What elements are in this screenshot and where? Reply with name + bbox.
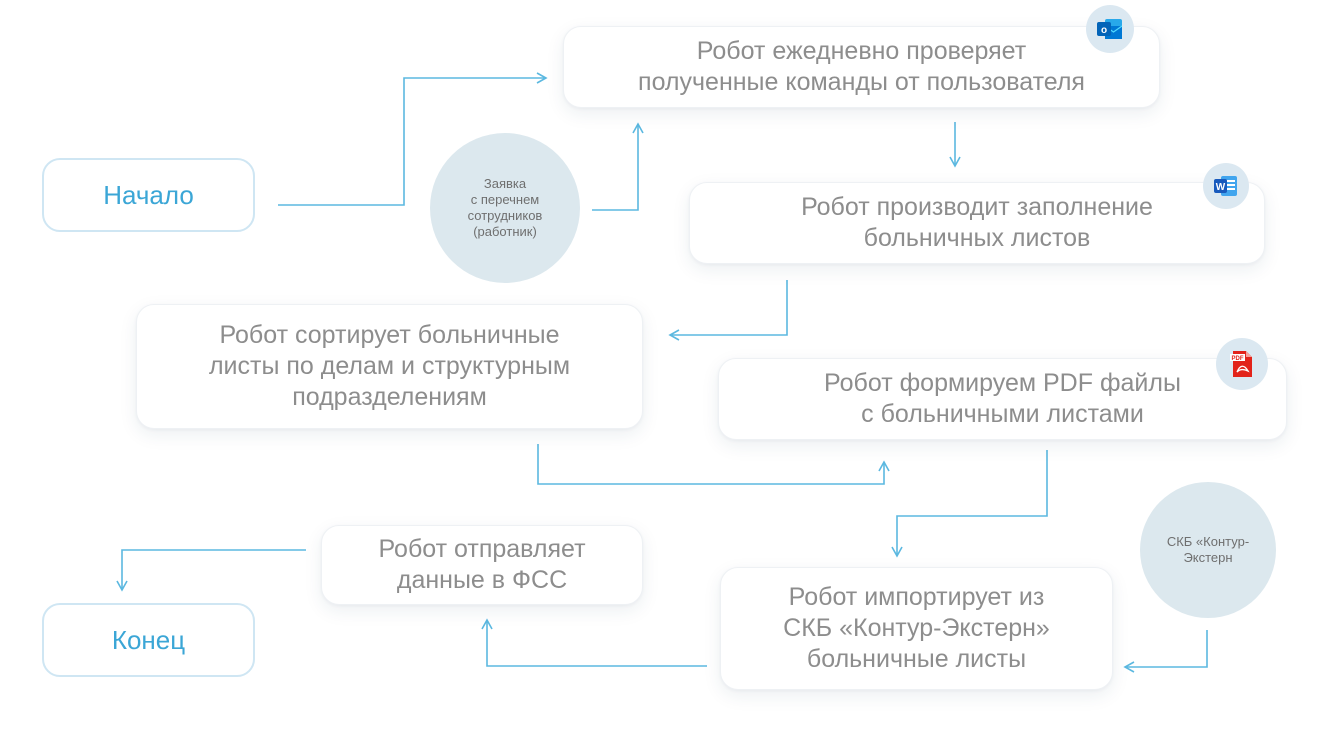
step-check-commands: Робот ежедневно проверяет полученные ком… bbox=[563, 26, 1160, 108]
svg-text:o: o bbox=[1101, 25, 1107, 36]
step-fill-sick-leaves: Робот производит заполнение больничных л… bbox=[689, 182, 1265, 264]
end-node: Конец bbox=[42, 603, 255, 677]
outlook-badge: o bbox=[1086, 5, 1134, 53]
step-send-fss: Робот отправляет данные в ФСС bbox=[321, 525, 643, 605]
step-import-sick-leaves: Робот импортирует из СКБ «Контур-Экстерн… bbox=[720, 567, 1113, 690]
arrow-skb-to-import bbox=[1123, 630, 1208, 673]
step-sort-sick-leaves: Робот сортирует больничные листы по дела… bbox=[136, 304, 643, 429]
pdf-icon: PDF bbox=[1230, 351, 1252, 377]
arrow-import-to-send bbox=[481, 618, 707, 667]
svg-text:PDF: PDF bbox=[1232, 356, 1244, 362]
arrow-pdf-to-import bbox=[891, 450, 1048, 558]
svg-text:W: W bbox=[1216, 182, 1226, 193]
request-circle: Заявка с перечнем сотрудников (работник) bbox=[430, 133, 580, 283]
arrow-send-to-end bbox=[116, 549, 306, 592]
arrow-request-to-check bbox=[592, 122, 644, 211]
arrow-fill-to-sort bbox=[668, 280, 788, 341]
word-icon: W bbox=[1214, 176, 1237, 196]
pdf-badge: PDF bbox=[1216, 338, 1268, 390]
step-form-pdf: Робот формируем PDF файлы с больничными … bbox=[718, 358, 1287, 440]
word-badge: W bbox=[1203, 163, 1249, 209]
skb-circle: СКБ «Контур- Экстерн bbox=[1140, 482, 1276, 618]
start-node: Начало bbox=[42, 158, 255, 232]
outlook-icon: o bbox=[1097, 19, 1123, 39]
arrow-sort-to-pdf bbox=[537, 444, 890, 485]
